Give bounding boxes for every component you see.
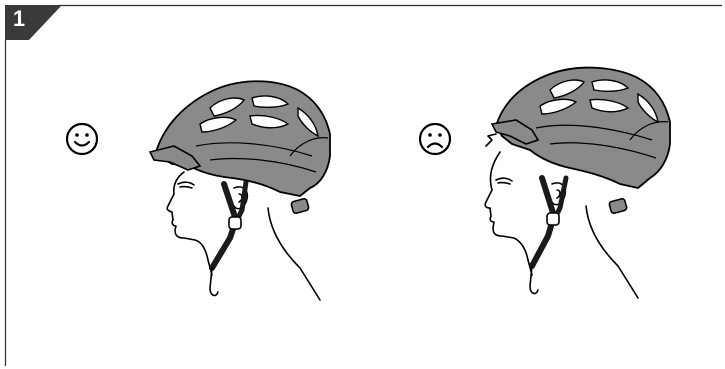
helmet-correct-fit-illustration <box>140 60 340 310</box>
smiley-face-icon <box>65 122 99 156</box>
helmet-shell <box>156 81 330 196</box>
frowny-face-icon <box>418 122 452 156</box>
head-profile <box>485 152 532 275</box>
helmet-incorrect-fit-illustration <box>470 60 680 310</box>
step-number: 1 <box>6 7 32 31</box>
